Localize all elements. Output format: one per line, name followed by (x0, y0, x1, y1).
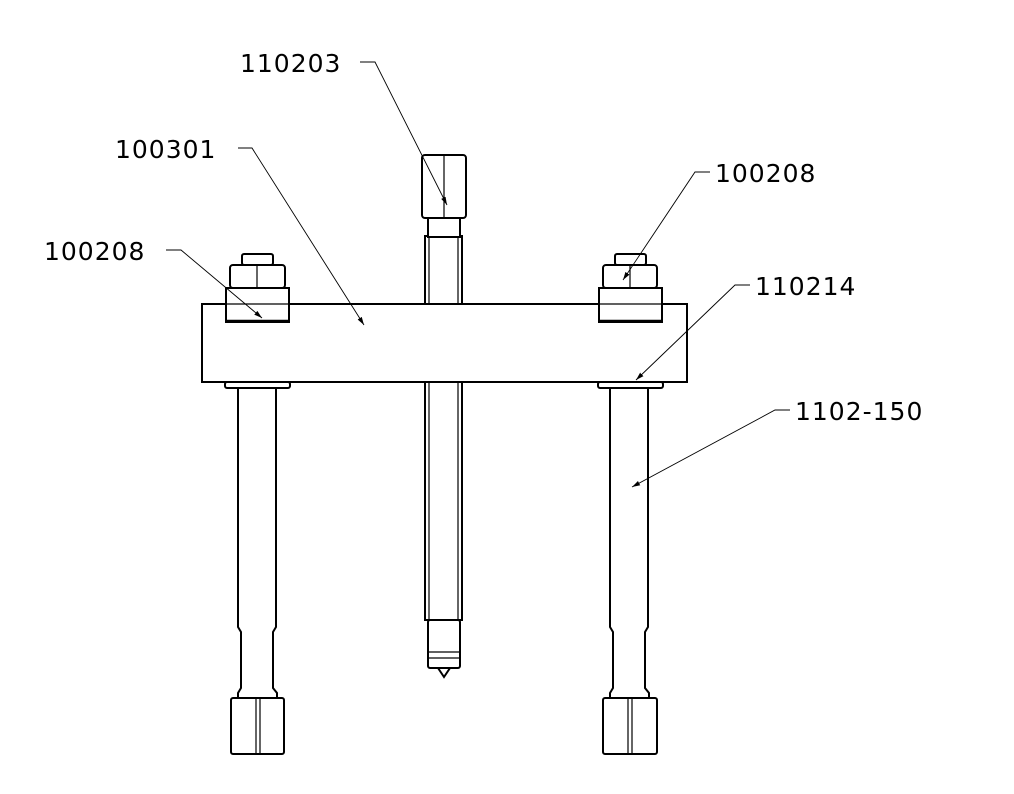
leader-line-crossbar (238, 147, 365, 326)
callout-crossbar: 100301 (115, 135, 216, 164)
right-leg (602, 387, 658, 755)
callout-washer: 110214 (755, 272, 856, 301)
callout-center-bolt: 110203 (240, 49, 341, 78)
callout-left-nut: 100208 (44, 237, 145, 266)
callout-leg: 1102-150 (795, 397, 923, 426)
right-lower-washer (597, 381, 664, 389)
leader-line-leg (631, 409, 790, 488)
left-nut (225, 253, 290, 323)
right-nut (598, 253, 663, 323)
leader-line-right-nut (622, 171, 710, 281)
left-leg (230, 387, 285, 755)
callout-right-nut: 100208 (715, 159, 816, 188)
left-lower-washer (224, 381, 291, 389)
leader-line-center-bolt (360, 61, 448, 206)
leader-line-washer (635, 284, 750, 381)
leader-line-left-nut (166, 249, 263, 319)
center-forcing-screw (421, 154, 467, 679)
